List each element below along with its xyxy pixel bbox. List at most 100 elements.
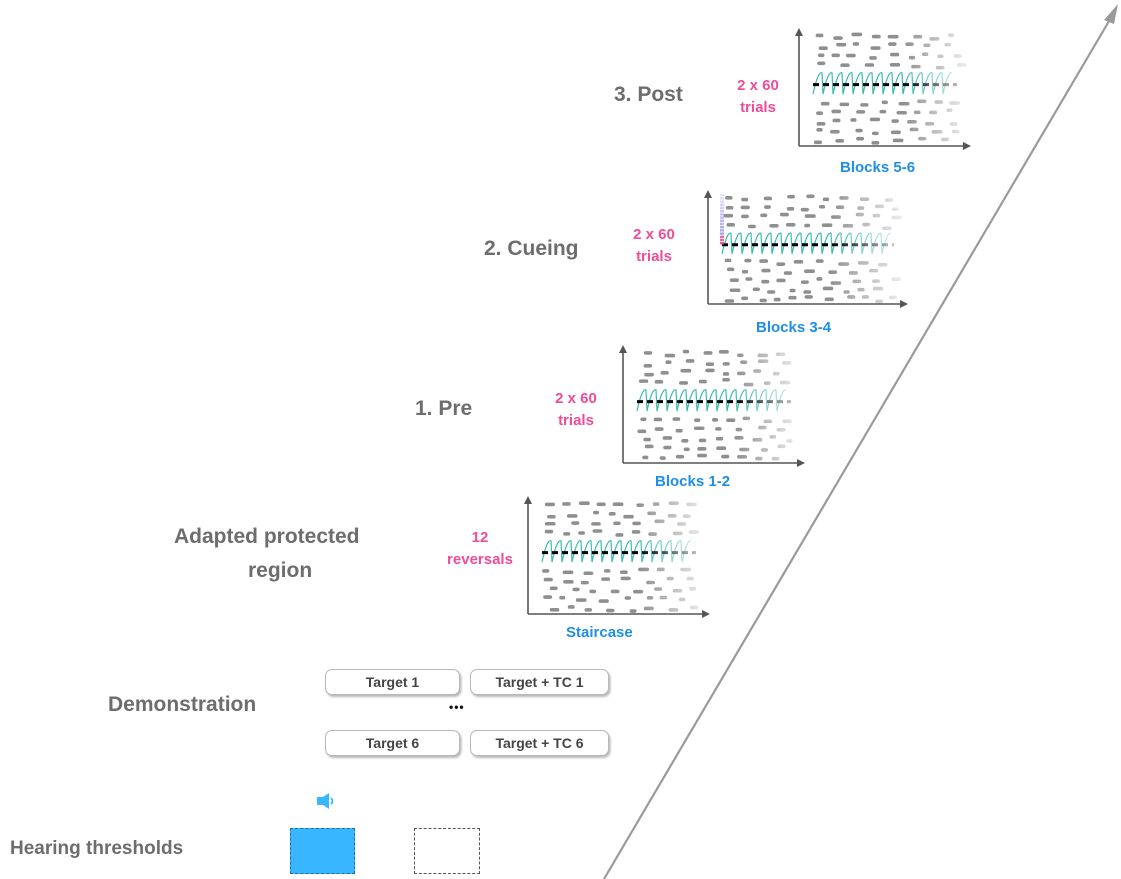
masker-tone <box>833 36 843 40</box>
masker-tone <box>563 580 574 584</box>
cue-bar-segment <box>720 229 724 232</box>
masker-tone <box>890 130 901 135</box>
masker-tone <box>663 445 672 450</box>
masker-tone <box>818 46 828 50</box>
masker-tone <box>852 279 862 284</box>
target-1-button[interactable]: Target 1 <box>325 669 460 695</box>
masker-tone <box>769 223 779 228</box>
masker-tone <box>871 131 879 136</box>
masker-tone <box>929 110 938 115</box>
masker-tone <box>815 33 824 38</box>
masker-tone <box>578 501 590 506</box>
pre-axis-label: Blocks 1-2 <box>655 473 731 490</box>
masker-tone <box>816 128 823 132</box>
masker-tone <box>800 207 809 212</box>
masker-tone <box>544 502 556 507</box>
speaker-icon <box>317 793 334 809</box>
masker-tone <box>804 214 816 218</box>
masker-tone <box>666 576 674 581</box>
masker-tone <box>715 427 722 431</box>
post-axis-label: Blocks 5-6 <box>840 159 916 176</box>
apr-label-line2: region <box>248 559 313 582</box>
masker-tone <box>563 532 571 536</box>
masker-tone <box>782 361 792 365</box>
cue-bar-segment <box>720 232 724 235</box>
masker-tone <box>741 214 749 219</box>
masker-tone <box>668 501 679 505</box>
masker-tone <box>542 569 550 573</box>
masker-tone <box>544 521 556 526</box>
masker-tone <box>815 259 824 263</box>
masker-tone <box>743 382 754 387</box>
masker-tone <box>889 62 901 67</box>
masker-tone <box>549 607 560 612</box>
apr-schematic <box>524 496 710 618</box>
masker-tone <box>633 589 644 594</box>
masker-tone <box>612 502 624 507</box>
masker-tone <box>608 512 616 516</box>
cueing-count-line2: trials <box>636 248 672 265</box>
masker-tone <box>857 206 865 210</box>
apr-count-line1: 12 <box>471 529 489 546</box>
masker-tone <box>793 259 804 264</box>
masker-tone <box>830 215 841 219</box>
masker-tone <box>869 56 877 60</box>
masker-tone <box>923 43 931 48</box>
masker-tone <box>623 514 634 519</box>
cue-bar-segment <box>720 203 724 206</box>
masker-tone <box>682 514 691 518</box>
masker-tone <box>822 286 834 291</box>
y-axis-arrowhead <box>619 345 627 353</box>
masker-tone <box>870 46 881 50</box>
masker-tone <box>896 110 907 115</box>
target-tc-6-button[interactable]: Target + TC 6 <box>470 730 609 756</box>
masker-tone <box>715 436 724 441</box>
masker-tone <box>654 587 663 591</box>
masker-tone <box>722 362 730 366</box>
pre-count-line2: trials <box>558 412 594 429</box>
masker-tone <box>735 427 743 432</box>
masker-tone <box>592 529 603 533</box>
masker-tone <box>647 511 657 516</box>
masker-tone <box>761 279 770 284</box>
masker-tone <box>818 204 826 209</box>
masker-tone <box>905 42 914 46</box>
masker-tone <box>856 110 866 114</box>
target-tc-1-button[interactable]: Target + TC 1 <box>470 669 609 695</box>
masker-tone <box>772 371 780 376</box>
masker-tone <box>606 608 615 613</box>
masker-tone <box>664 353 676 358</box>
masker-tone <box>566 514 578 518</box>
masker-tone <box>843 290 850 294</box>
cue-bar-segment <box>720 222 724 226</box>
masker-tone <box>821 223 833 228</box>
demonstration-label: Demonstration <box>108 693 257 716</box>
masker-tone <box>725 205 734 210</box>
cueing-axis-label: Blocks 3-4 <box>756 319 832 336</box>
masker-tone <box>850 118 857 122</box>
masker-tone <box>753 369 762 373</box>
masker-tone <box>760 448 769 452</box>
masker-tone <box>769 435 777 439</box>
masker-tone <box>689 587 697 591</box>
protected-region-pattern <box>721 232 892 254</box>
cue-bar-segment <box>720 210 724 213</box>
masker-tone <box>840 63 850 67</box>
masker-tone <box>789 288 796 293</box>
masker-tone <box>761 268 771 273</box>
masker-tone <box>884 198 894 202</box>
masker-tone <box>580 580 589 585</box>
masker-tone <box>908 55 916 60</box>
masker-tone <box>862 222 871 227</box>
masker-tone <box>887 34 899 39</box>
protected-region-pattern <box>636 389 787 412</box>
protected-region-pattern <box>541 540 692 563</box>
masker-tone <box>839 196 849 200</box>
masker-tone <box>847 295 856 299</box>
masker-tone <box>610 589 620 594</box>
target-6-button[interactable]: Target 6 <box>325 730 460 756</box>
masker-tone <box>683 447 690 452</box>
masker-tone <box>549 586 558 591</box>
masker-tone <box>729 288 741 293</box>
masker-tone <box>925 121 935 126</box>
